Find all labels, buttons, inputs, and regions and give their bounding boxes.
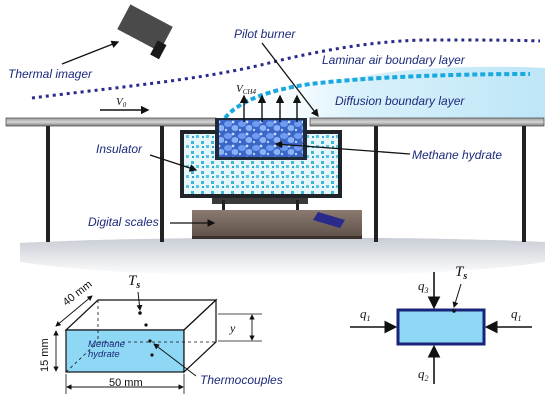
vch4-arrows [239, 94, 302, 122]
q1-left-label: q1 [360, 306, 371, 323]
thermal-imager-label: Thermal imager [8, 67, 93, 81]
sample-methane-label: Methane [88, 339, 125, 350]
methane-hydrate-label: Methane hydrate [412, 148, 502, 162]
laminar-boundary-line [31, 38, 541, 100]
sample-ts-label: Ts [128, 273, 140, 291]
diffusion-layer-label: Diffusion boundary layer [335, 94, 465, 108]
sample-ts-pointer [136, 291, 143, 311]
thermocouples-pointer [153, 343, 197, 377]
pilot-burner-pointer [261, 42, 319, 118]
digital-scales-label: Digital scales [88, 215, 159, 229]
thermal-imager-pointer [61, 40, 120, 65]
pilot-burner-label: Pilot burner [234, 27, 296, 41]
table-legs [46, 126, 526, 242]
digital-scales-edge [192, 236, 362, 239]
sample-box-drawing [64, 298, 218, 374]
thermocouple-points [138, 311, 154, 357]
heat-ts-label: Ts [455, 264, 467, 282]
ground-shadow [20, 237, 545, 277]
insulator-label: Insulator [96, 142, 143, 156]
methane-hydrate-sample [219, 120, 303, 157]
scale-stand [212, 198, 308, 204]
thermocouples-label: Thermocouples [200, 373, 283, 387]
v0-label: V0 [116, 96, 127, 109]
scale-post-right [296, 200, 299, 212]
table-top-left [5, 117, 217, 127]
heat-sample-box [396, 308, 486, 346]
thermal-imager-icon [117, 4, 173, 60]
heat-ts-point [452, 309, 456, 313]
dimension-width-line [55, 295, 93, 327]
diffusion-boundary-line [223, 72, 531, 120]
insulator-pointer [149, 154, 198, 172]
flow-region [230, 66, 545, 118]
dimension-length-label: 50 mm [109, 377, 143, 389]
dimension-height-label: 15 mm [39, 338, 51, 372]
methane-hydrate-pointer [274, 140, 411, 155]
q3-label: q3 [418, 278, 429, 295]
dimension-width-label: 40 mm [61, 278, 95, 308]
q1-right-label: q1 [511, 306, 522, 323]
sample-hydrate-label: hydrate [88, 349, 120, 360]
q2-label: q2 [418, 366, 429, 383]
laminar-layer-label: Laminar air boundary layer [322, 53, 466, 67]
scale-post-left [222, 200, 225, 212]
vch4-label: VCH4 [236, 83, 256, 96]
table-top-right [309, 117, 545, 127]
dimension-y-label: y [229, 321, 236, 335]
heat-ts-pointer [452, 283, 462, 308]
scale-display [313, 212, 345, 228]
